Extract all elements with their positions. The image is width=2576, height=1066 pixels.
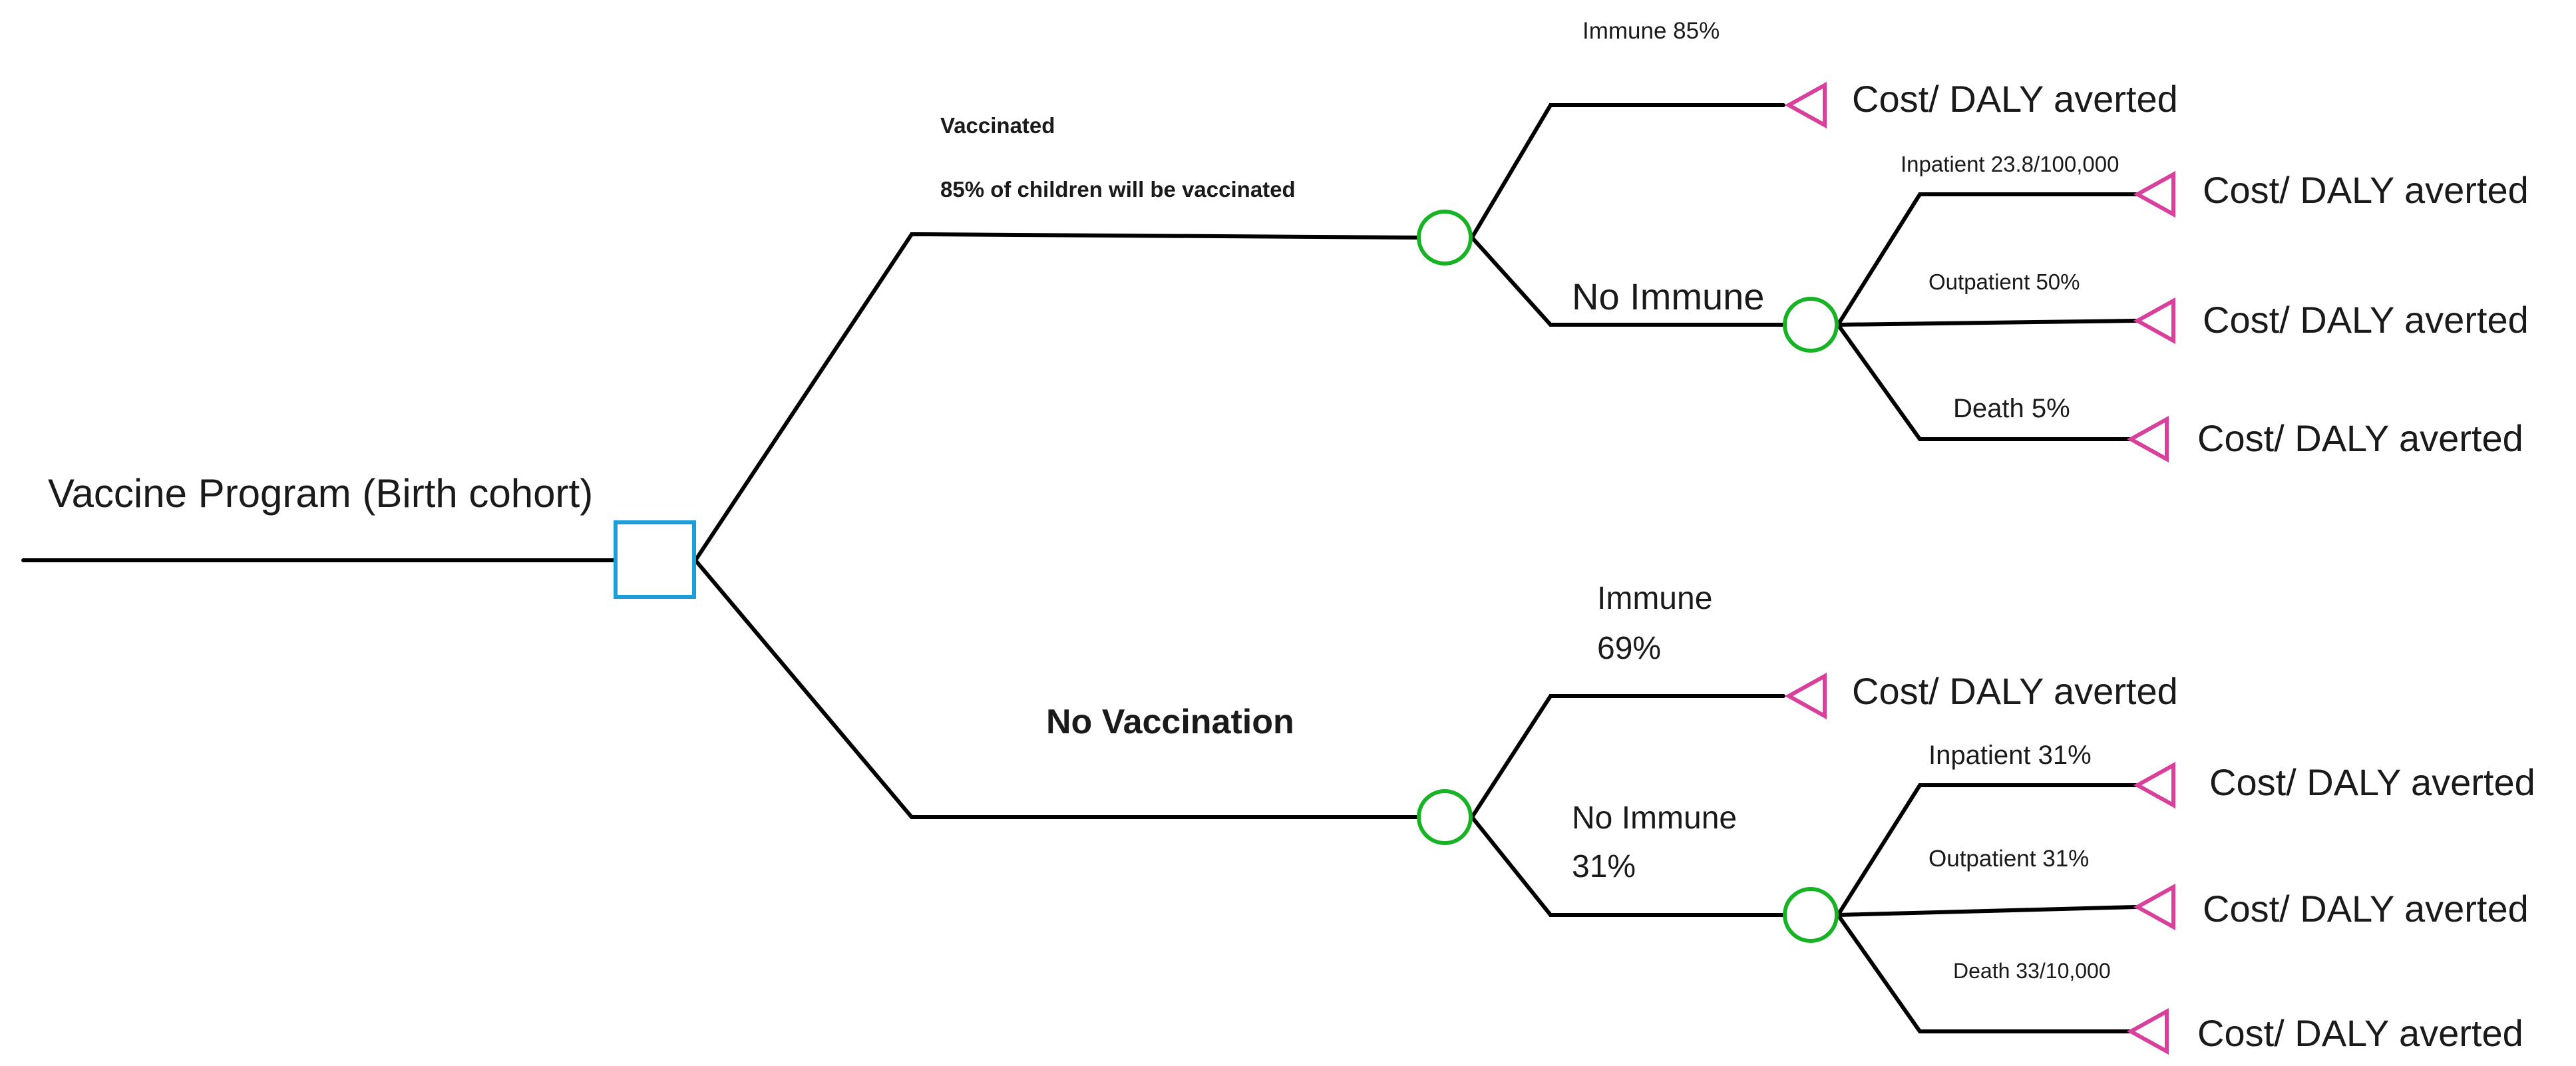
novacc-outpatient-outcome: Cost/ DALY averted (2203, 888, 2529, 930)
vacc-outpatient-outcome: Cost/ DALY averted (2203, 299, 2529, 341)
edge-novacc-outpatient (1836, 905, 2138, 917)
novacc-immune-label-line2: 69% (1597, 631, 1661, 666)
vacc-immune-outcome: Cost/ DALY averted (1852, 78, 2178, 120)
vacc-immune-label: Immune 85% (1582, 18, 1720, 44)
edge-vacc-immune (1470, 103, 1785, 240)
chance-node-vaccinated (1417, 210, 1473, 266)
chance-node-novacc-no-immune (1783, 887, 1839, 943)
novacc-death-outcome: Cost/ DALY averted (2197, 1012, 2523, 1054)
terminal-node-novacc-immune (1784, 672, 1827, 720)
novacc-inpatient-outcome: Cost/ DALY averted (2209, 761, 2535, 803)
terminal-node-vacc-outpatient (2133, 297, 2175, 345)
edge-novacc-death (1836, 913, 2131, 1033)
edge-vacc-inpatient (1836, 192, 2138, 327)
chance-node-no-vaccination (1417, 789, 1473, 845)
vacc-death-outcome: Cost/ DALY averted (2197, 417, 2523, 459)
terminal-node-novacc-inpatient (2133, 761, 2175, 809)
edge-vacc-death (1836, 323, 2131, 441)
novacc-inpatient-label: Inpatient 31% (1929, 741, 2092, 770)
terminal-node-novacc-death (2126, 1007, 2169, 1055)
edge-novacc-immune (1470, 694, 1785, 819)
novacc-immune-label-line1: Immune (1597, 581, 1712, 616)
root-label: Vaccine Program (Birth cohort) (48, 471, 593, 516)
vaccinated-label: Vaccinated (940, 113, 1055, 138)
vacc-inpatient-outcome: Cost/ DALY averted (2203, 169, 2529, 211)
vaccinated-sublabel: 85% of children will be vaccinated (940, 177, 1296, 202)
terminal-node-vacc-inpatient (2133, 170, 2175, 218)
edge-vacc-outpatient (1836, 319, 2138, 327)
vacc-inpatient-label: Inpatient 23.8/100,000 (1901, 152, 2119, 176)
chance-node-vacc-no-immune (1783, 297, 1839, 353)
decision-node (614, 520, 696, 599)
vacc-death-label: Death 5% (1953, 394, 2070, 423)
terminal-node-vacc-death (2126, 415, 2169, 463)
edge-vacc-no-immune (1470, 236, 1785, 327)
novacc-no-immune-label-line1: No Immune (1572, 800, 1737, 836)
edge-vaccinated (693, 232, 1419, 562)
vacc-outpatient-label: Outpatient 50% (1929, 269, 2080, 294)
terminal-node-vacc-immune (1784, 81, 1827, 129)
edge-novacc-inpatient (1836, 783, 2138, 917)
edge-no-vaccination (693, 558, 1419, 819)
novacc-death-label: Death 33/10,000 (1953, 959, 2111, 983)
novacc-no-immune-label-line2: 31% (1572, 849, 1636, 884)
novacc-outpatient-label: Outpatient 31% (1929, 846, 2089, 872)
no-vaccination-label: No Vaccination (1046, 703, 1294, 741)
edge-novacc-no-immune (1470, 815, 1785, 917)
novacc-immune-outcome: Cost/ DALY averted (1852, 670, 2178, 712)
terminal-node-novacc-outpatient (2133, 883, 2175, 931)
vacc-no-immune-label: No Immune (1572, 275, 1764, 317)
